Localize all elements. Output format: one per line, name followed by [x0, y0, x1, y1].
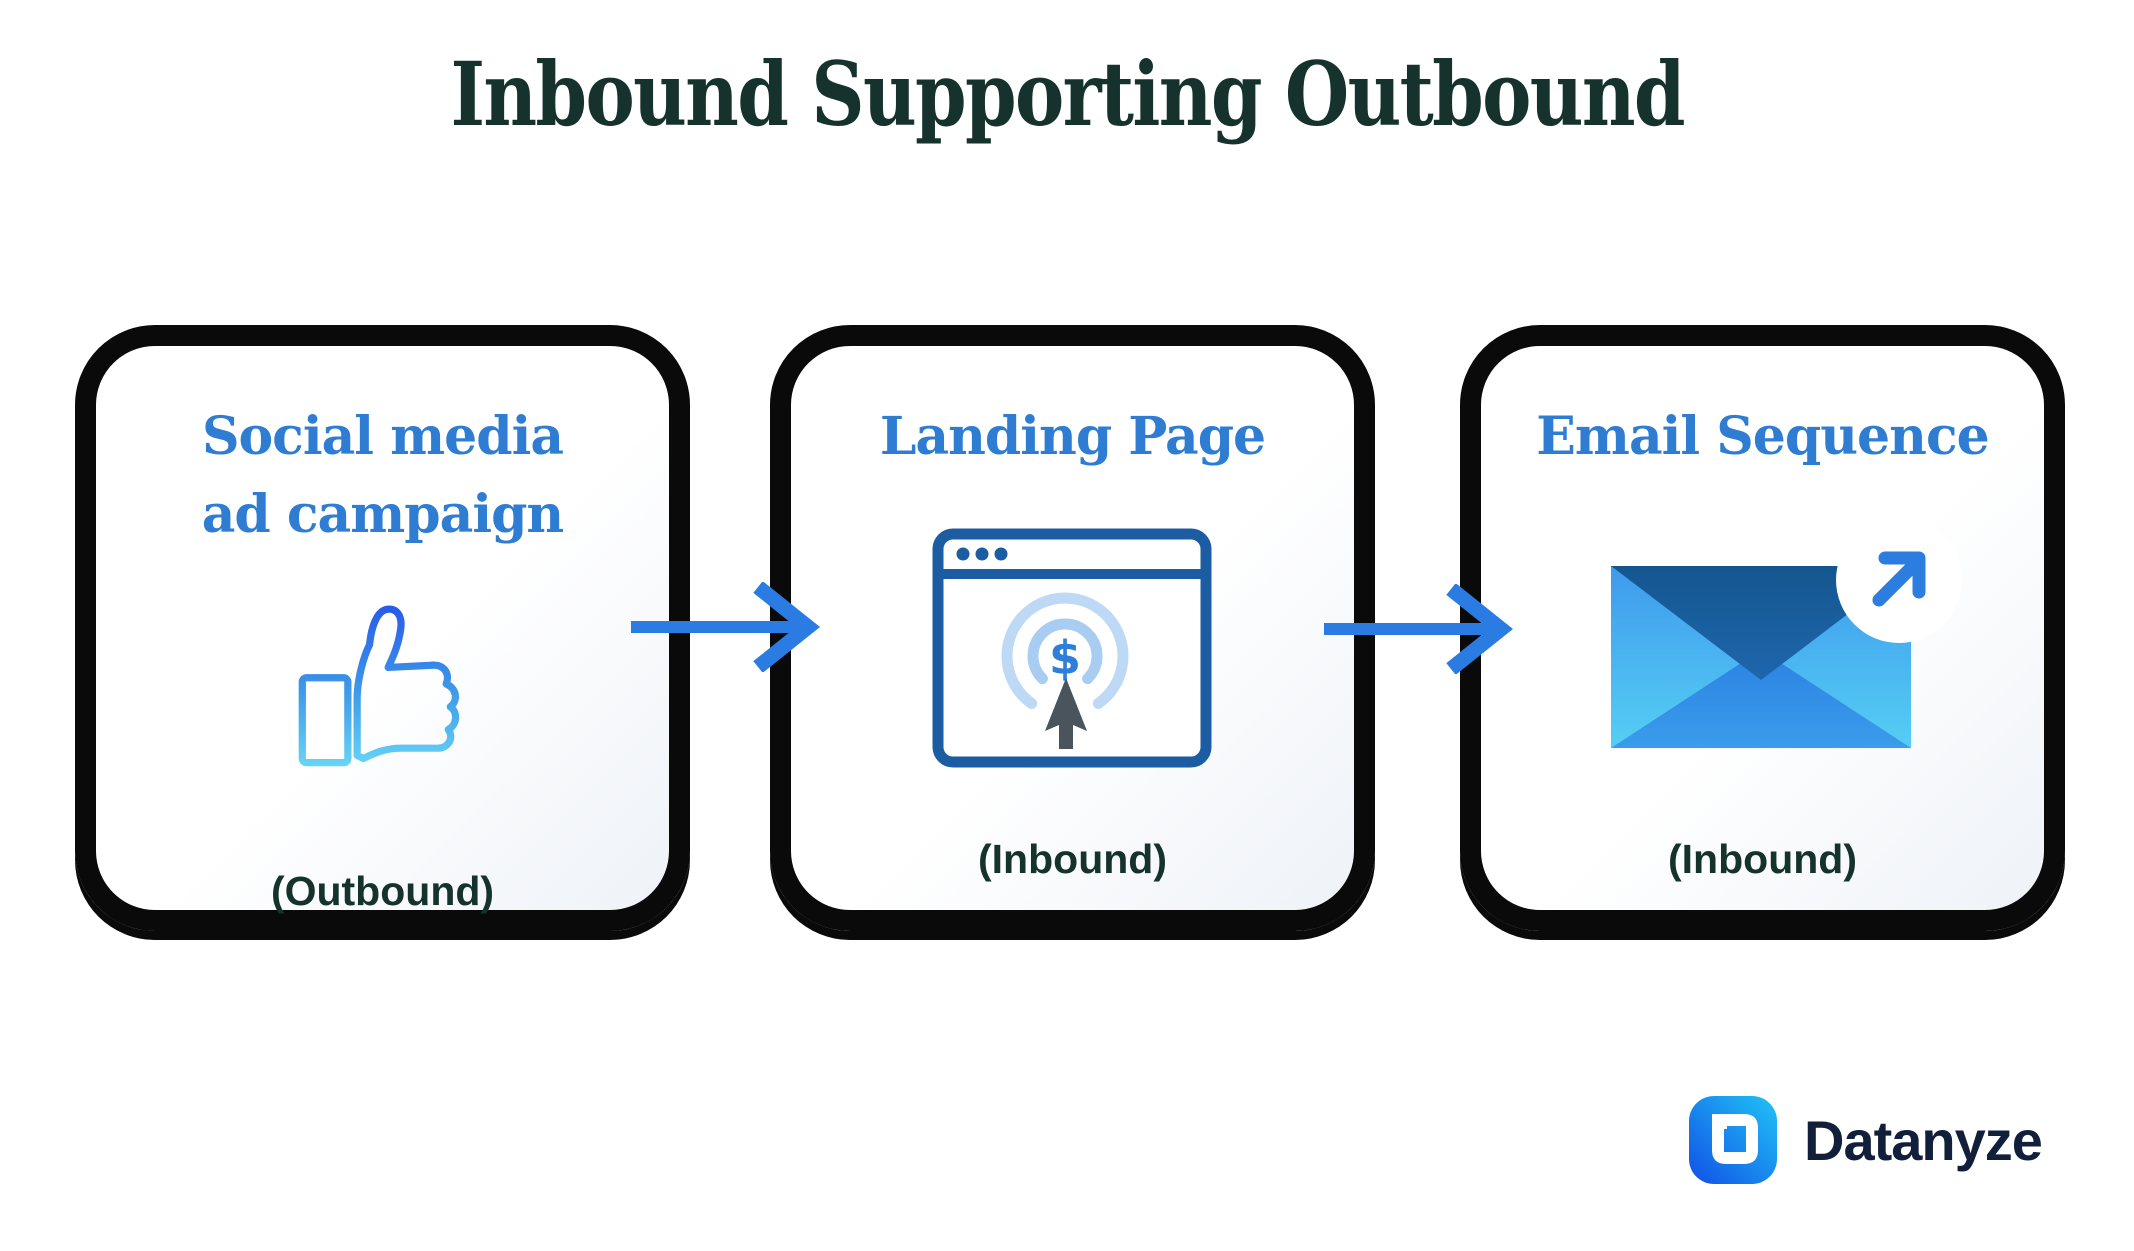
card-landing-page: Landing Page $ (Inbound)	[770, 325, 1375, 931]
browser-dot-icon	[956, 547, 970, 561]
click-rings-icon: $	[1001, 592, 1129, 709]
send-arrow-badge	[1836, 517, 1962, 643]
email-send-icon	[1611, 517, 1962, 748]
browser-dot-icon	[975, 547, 989, 561]
datanyze-logo-text: Datanyze	[1804, 1108, 2043, 1172]
card-social-media-title: Social media ad campaign	[96, 398, 669, 554]
arrow-landing-to-email-icon	[1324, 584, 1514, 674]
page-title-text: Inbound Supporting Outbound	[450, 42, 1685, 146]
datanyze-logo: Datanyze	[1688, 1094, 2043, 1186]
page-title: Inbound Supporting Outbound	[0, 42, 2134, 146]
card-title-line: Email Sequence	[1536, 406, 1989, 467]
card-email-sequence: Email Sequence	[1460, 325, 2065, 931]
card-title-line: ad campaign	[201, 484, 565, 545]
card-email-sequence-title: Email Sequence	[1481, 398, 2044, 476]
card-social-media-label: (Outbound)	[270, 868, 495, 914]
card-title-line: Social media	[201, 406, 564, 467]
datanyze-logo-icon	[1689, 1096, 1777, 1184]
cursor-icon	[1045, 678, 1087, 749]
dollar-sign: $	[1049, 631, 1081, 685]
browser-dot-icon	[994, 547, 1008, 561]
landing-page-icon: $	[932, 528, 1212, 768]
thumbs-up-icon	[298, 605, 460, 767]
card-landing-page-title: Landing Page	[791, 398, 1354, 476]
card-landing-page-label: (Inbound)	[978, 836, 1167, 882]
card-title-line: Landing Page	[879, 406, 1266, 467]
arrow-social-to-landing-icon	[631, 582, 821, 672]
card-social-media: Social media ad campaign (Outbound)	[75, 325, 690, 931]
card-email-sequence-label: (Inbound)	[1668, 836, 1857, 882]
external-arrow-icon	[1872, 551, 1926, 607]
